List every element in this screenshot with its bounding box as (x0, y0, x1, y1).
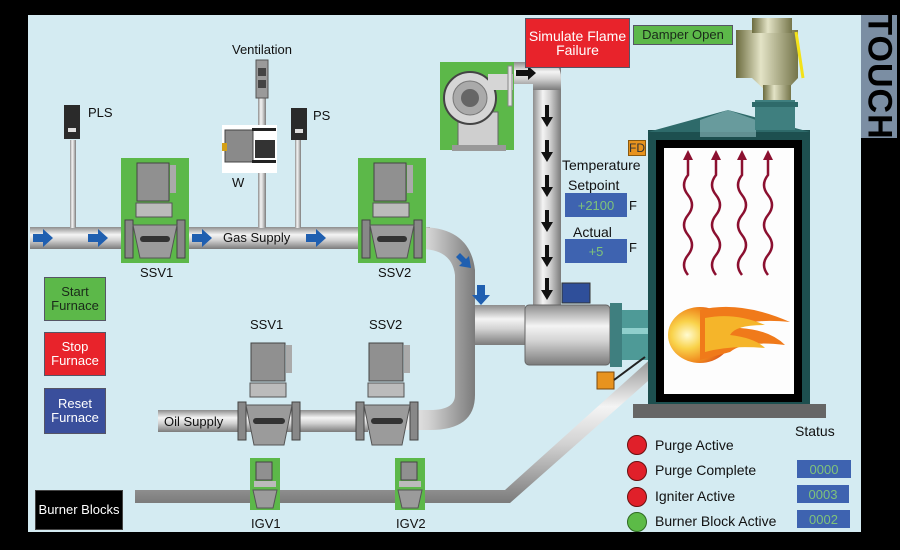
actual-unit: F (629, 240, 637, 255)
gas-ssv2-valve[interactable] (358, 158, 426, 263)
damper-indicator (794, 31, 805, 79)
purge-active-label: Purge Active (655, 437, 734, 453)
start-furnace-button[interactable]: Start Furnace (44, 277, 106, 321)
flow-arrow-icon (456, 253, 471, 268)
air-arrow-icon (541, 105, 553, 127)
gas-ssv2-label: SSV2 (378, 265, 412, 280)
flow-arrow-icon (192, 229, 212, 247)
igv2-label: IGV2 (396, 516, 426, 531)
oil-ssv2-valve[interactable] (355, 342, 419, 446)
air-arrow-icon (541, 245, 553, 267)
w-vent-valve[interactable] (222, 125, 277, 173)
gas-ssv1-label: SSV1 (140, 265, 174, 280)
air-flow-arrows (516, 66, 553, 300)
actual-value-display: +5 (565, 239, 627, 263)
air-arrow-icon (541, 140, 553, 162)
status-title: Status (795, 423, 835, 439)
igv1-label: IGV1 (251, 516, 281, 531)
heat-waves (682, 150, 774, 276)
setpoint-value-field[interactable]: +2100 (565, 193, 627, 217)
ps-label: PS (313, 108, 331, 123)
air-arrow-icon (516, 66, 536, 80)
flow-arrows (33, 229, 512, 341)
damper-open-button[interactable]: Damper Open (633, 25, 733, 45)
status-code-1: 0000 (797, 460, 851, 478)
oil-ssv2-label: SSV2 (369, 317, 403, 332)
ventilation-outlet (255, 59, 269, 99)
w-label: W (232, 175, 245, 190)
air-arrow-icon (541, 210, 553, 232)
oil-ssv1-label: SSV1 (250, 317, 284, 332)
igv2-valve[interactable] (395, 458, 425, 510)
flow-arrow-icon (33, 229, 53, 247)
furnace (633, 18, 826, 418)
burner-block-active-label: Burner Block Active (655, 513, 777, 529)
pls-label: PLS (88, 105, 113, 120)
actual-label: Actual (573, 224, 612, 240)
simulate-flame-failure-button[interactable]: Simulate Flame Failure (525, 18, 630, 68)
touch-label-strip: TOUCH (861, 14, 899, 139)
ventilation-label: Ventilation (232, 42, 292, 57)
flow-arrow-icon (472, 285, 490, 305)
igv1-valve[interactable] (250, 458, 280, 510)
burner-blocks-button[interactable]: Burner Blocks (35, 490, 123, 530)
status-code-2: 0003 (797, 485, 849, 503)
pls-pressure-switch (64, 105, 80, 139)
oil-ssv1-valve[interactable] (237, 342, 301, 446)
igniter-active-led (627, 487, 647, 507)
status-code-3: 0002 (797, 510, 850, 528)
ps-pressure-switch (291, 108, 307, 140)
igniter-active-label: Igniter Active (655, 488, 736, 504)
setpoint-label: Setpoint (568, 177, 620, 193)
combustion-air-fan (440, 62, 514, 151)
igniter-gas-pipe (135, 355, 665, 503)
burner-assembly (524, 282, 652, 390)
purge-complete-led (627, 461, 647, 481)
purge-active-led (627, 435, 647, 455)
flow-arrow-icon (88, 229, 108, 247)
temperature-title: Temperature (562, 157, 641, 173)
forced-draft-indicator: FD (628, 140, 646, 156)
flame-icon (668, 306, 790, 363)
stop-furnace-button[interactable]: Stop Furnace (44, 332, 106, 376)
flow-arrow-icon (306, 229, 326, 247)
gas-supply-label: Gas Supply (223, 230, 291, 245)
air-arrow-icon (541, 278, 553, 300)
setpoint-unit: F (629, 198, 637, 213)
oil-supply-label: Oil Supply (164, 414, 224, 429)
gas-ssv1-valve[interactable] (121, 158, 189, 263)
air-arrow-icon (541, 175, 553, 197)
burner-block-active-led (627, 512, 647, 532)
reset-furnace-button[interactable]: Reset Furnace (44, 388, 106, 434)
purge-complete-label: Purge Complete (655, 462, 757, 478)
